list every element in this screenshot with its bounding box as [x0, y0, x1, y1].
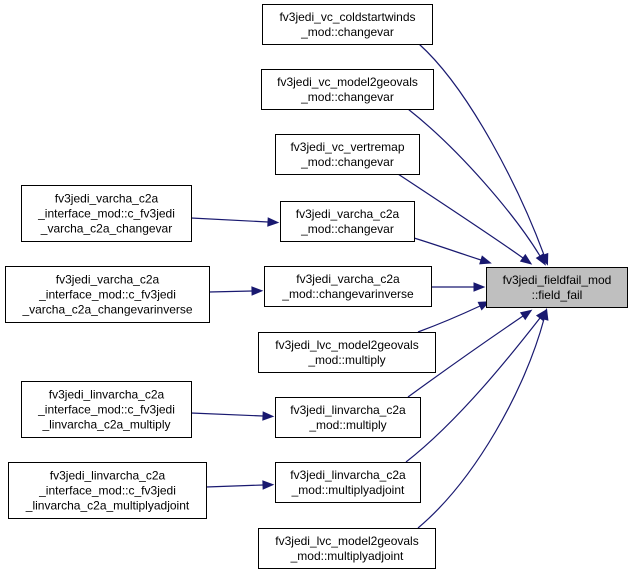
node-iface_multiplyadjoint[interactable]: fv3jedi_linvarcha_c2a_interface_mod::c_f… — [8, 462, 207, 519]
node-box — [261, 69, 434, 110]
node-label-line: fv3jedi_varcha_c2a — [296, 272, 400, 286]
edge-iface_changevarinverse-to-varcha_changevarinverse — [208, 286, 264, 296]
node-varcha_changevarinverse[interactable]: fv3jedi_varcha_c2a_mod::changevarinverse — [264, 266, 432, 307]
arrow-head-icon — [262, 411, 275, 421]
node-label-line: _mod::changevarinverse — [281, 287, 414, 301]
node-box — [275, 462, 421, 503]
edge-line — [397, 173, 524, 259]
node-label-line: fv3jedi_varcha_c2a — [55, 192, 159, 206]
node-box — [262, 4, 433, 45]
node-label-line: _interface_mod::c_fv3jedi — [37, 207, 175, 221]
node-label-line: fv3jedi_linvarcha_c2a — [50, 469, 166, 483]
edge-iface_multiply-to-linvarcha_multiply — [190, 411, 275, 421]
edge-line — [405, 317, 541, 463]
node-iface_multiply[interactable]: fv3jedi_linvarcha_c2a_interface_mod::c_f… — [21, 381, 192, 438]
arrow-head-icon — [479, 255, 492, 265]
edge-line — [208, 290, 253, 293]
node-label-line: _varcha_c2a_changevar — [40, 222, 172, 236]
arrow-head-icon — [267, 217, 280, 227]
edge-iface_changevar-to-varcha_changevar — [190, 217, 280, 227]
node-label-line: _mod::multiply — [307, 353, 385, 367]
node-label-line: fv3jedi_fieldfail_mod — [503, 273, 612, 287]
edge-line — [407, 315, 524, 398]
node-target[interactable]: fv3jedi_fieldfail_mod::field_fail — [486, 267, 628, 308]
arrow-head-icon — [262, 480, 275, 490]
edge-line — [418, 43, 545, 256]
node-box — [21, 185, 192, 242]
edge-line — [190, 412, 264, 417]
node-label-line: ::field_fail — [532, 288, 583, 302]
arrow-head-icon — [539, 308, 549, 321]
node-varcha_changevar[interactable]: fv3jedi_varcha_c2a_mod::changevar — [280, 201, 415, 242]
edge-model2geovals-to-target — [407, 108, 546, 266]
node-label-line: fv3jedi_vc_model2geovals — [277, 75, 418, 89]
node-box — [280, 201, 415, 242]
arrow-head-icon — [473, 282, 486, 292]
node-label-line: fv3jedi_lvc_model2geovals — [275, 534, 418, 548]
edge-lvc_multiplyadjoint-to-target — [417, 308, 549, 529]
node-box — [8, 462, 207, 519]
node-box — [21, 381, 192, 438]
edge-varcha_changevarinverse-to-target — [431, 282, 486, 292]
edge-line — [413, 237, 482, 261]
node-label-line: _varcha_c2a_changevarinverse — [21, 303, 192, 317]
node-label-line: fv3jedi_linvarcha_c2a — [290, 468, 406, 482]
call-edges — [190, 43, 549, 529]
node-label-line: _interface_mod::c_fv3jedi — [37, 403, 175, 417]
node-label-line: _mod::changevar — [300, 25, 394, 39]
node-box — [258, 332, 436, 373]
node-label-line: fv3jedi_lvc_model2geovals — [275, 338, 418, 352]
node-box — [275, 397, 421, 438]
node-coldstartwinds[interactable]: fv3jedi_vc_coldstartwinds_mod::changevar — [262, 4, 433, 45]
node-label-line: _interface_mod::c_fv3jedi — [38, 288, 176, 302]
node-box — [264, 266, 432, 307]
node-label-line: fv3jedi_varcha_c2a — [296, 207, 400, 221]
node-label-line: _mod::changevar — [300, 222, 394, 236]
node-box — [486, 267, 628, 308]
edge-line — [190, 217, 269, 223]
edge-line — [417, 305, 481, 333]
edge-line — [417, 318, 545, 529]
node-label-line: _mod::multiply — [308, 418, 386, 432]
node-label-line: _mod::multiplyadjoint — [290, 549, 404, 563]
node-label-line: _mod::changevar — [300, 90, 394, 104]
edge-line — [205, 484, 264, 488]
node-label-line: _mod::changevar — [300, 155, 394, 169]
node-iface_changevar[interactable]: fv3jedi_varcha_c2a_interface_mod::c_fv3j… — [21, 185, 192, 242]
edge-linvarcha_multiply-to-target — [407, 309, 533, 398]
node-label-line: _linvarcha_c2a_multiplyadjoint — [25, 499, 190, 513]
node-vertremap[interactable]: fv3jedi_vc_vertremap_mod::changevar — [275, 134, 420, 175]
edge-vertremap-to-target — [397, 173, 533, 265]
edge-iface_multiplyadjoint-to-linvarcha_multiplyadjoint — [205, 480, 275, 490]
arrow-head-icon — [519, 253, 533, 265]
edge-line — [407, 108, 541, 257]
node-linvarcha_multiply[interactable]: fv3jedi_linvarcha_c2a_mod::multiply — [275, 397, 421, 438]
node-label-line: fv3jedi_varcha_c2a — [56, 273, 160, 287]
node-label-line: fv3jedi_vc_vertremap — [290, 140, 404, 154]
arrow-head-icon — [251, 286, 264, 296]
arrow-head-icon — [535, 253, 546, 266]
edge-varcha_changevar-to-target — [413, 237, 492, 265]
node-label-line: fv3jedi_linvarcha_c2a — [49, 388, 165, 402]
node-lvc_multiply[interactable]: fv3jedi_lvc_model2geovals_mod::multiply — [258, 332, 436, 373]
node-iface_changevarinverse[interactable]: fv3jedi_varcha_c2a_interface_mod::c_fv3j… — [5, 266, 210, 323]
node-label-line: fv3jedi_linvarcha_c2a — [290, 403, 406, 417]
node-box — [258, 528, 436, 569]
node-box — [5, 266, 210, 323]
node-label-line: _linvarcha_c2a_multiply — [41, 418, 170, 432]
node-label-line: _mod::multiplyadjoint — [291, 483, 405, 497]
call-nodes: fv3jedi_fieldfail_mod::field_failfv3jedi… — [5, 4, 628, 569]
node-lvc_multiplyadjoint[interactable]: fv3jedi_lvc_model2geovals_mod::multiplya… — [258, 528, 436, 569]
arrow-head-icon — [519, 309, 533, 321]
node-label-line: _interface_mod::c_fv3jedi — [38, 484, 176, 498]
node-box — [275, 134, 420, 175]
node-linvarcha_multiplyadjoint[interactable]: fv3jedi_linvarcha_c2a_mod::multiplyadjoi… — [275, 462, 421, 503]
node-label-line: fv3jedi_vc_coldstartwinds — [279, 10, 415, 24]
node-model2geovals[interactable]: fv3jedi_vc_model2geovals_mod::changevar — [261, 69, 434, 110]
